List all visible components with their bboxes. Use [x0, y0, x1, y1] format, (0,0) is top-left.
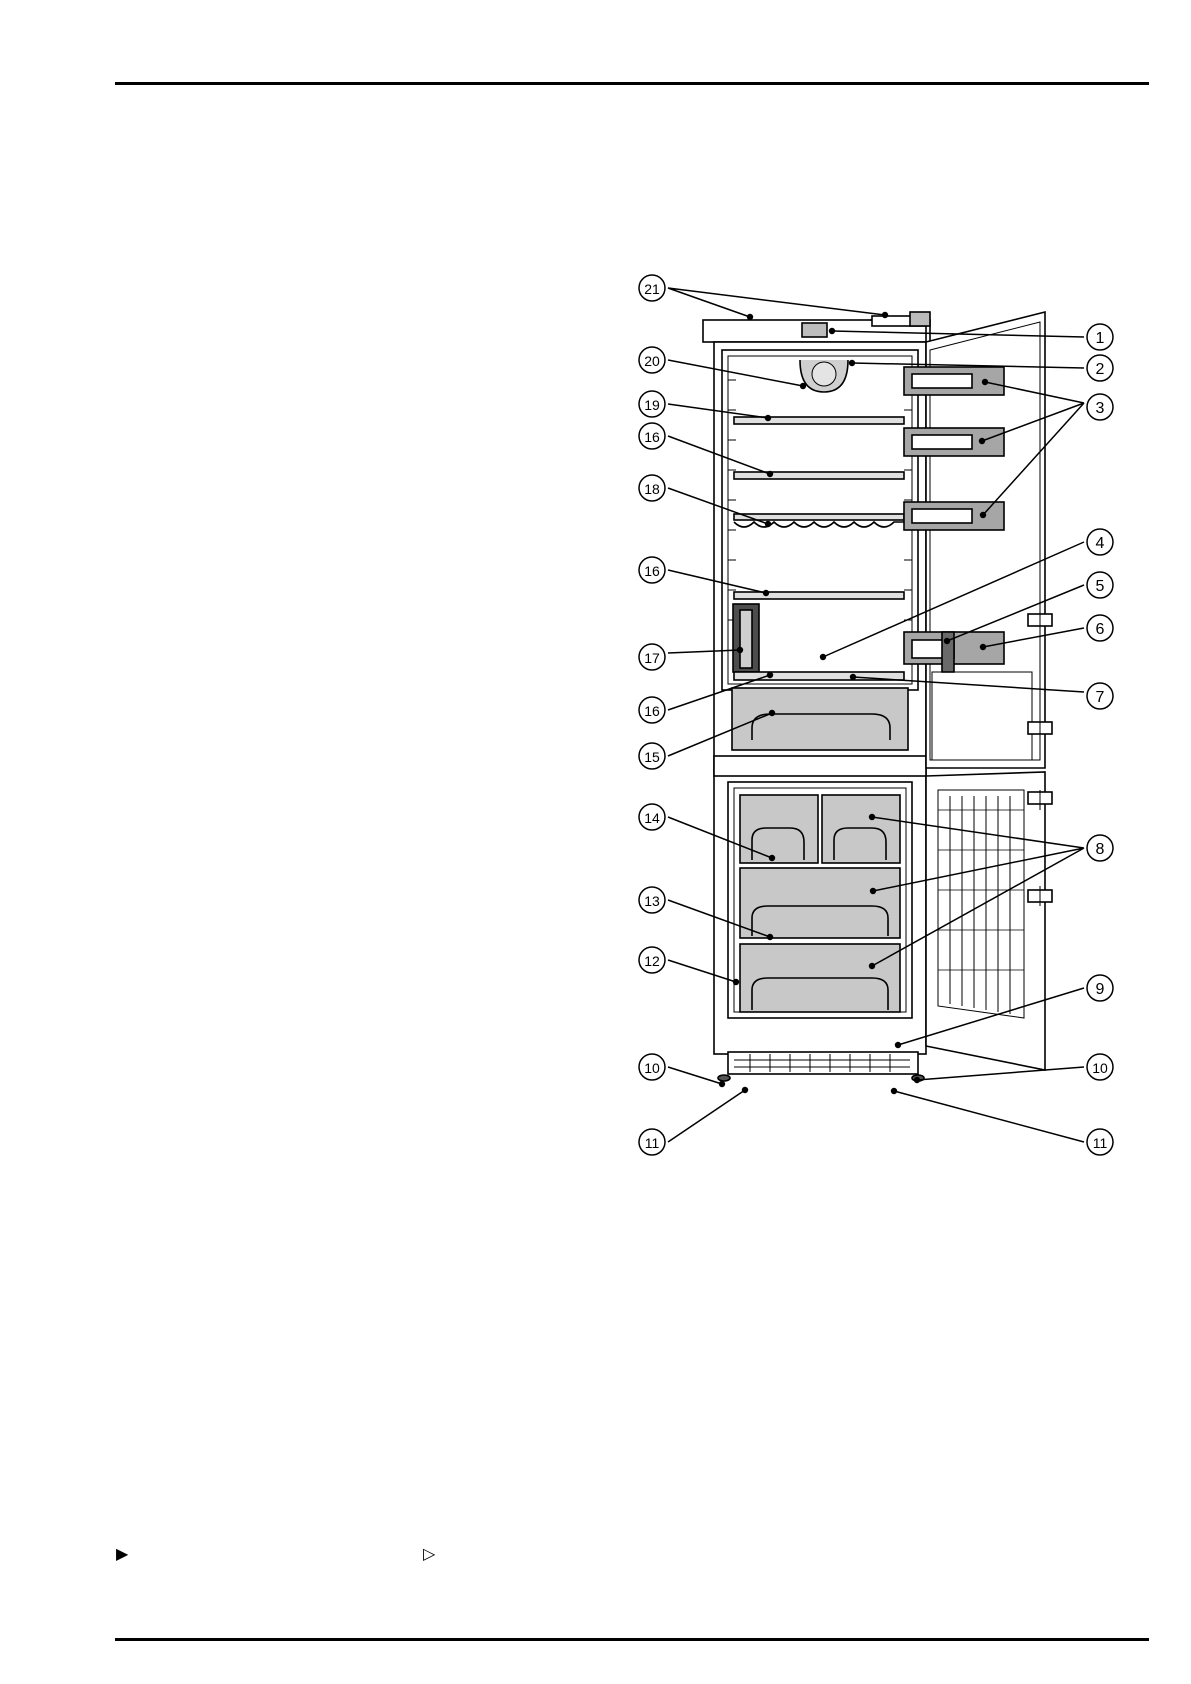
- callout-5: 5: [1086, 571, 1114, 599]
- leader-dots: [718, 311, 989, 1095]
- callout-20: 20: [638, 346, 666, 374]
- callout-11-left: 11: [638, 1128, 666, 1156]
- instruction-marker-outline: ▷: [423, 1546, 436, 1563]
- doors: [871, 310, 1053, 1071]
- svg-text:10: 10: [644, 1060, 660, 1076]
- svg-text:16: 16: [644, 429, 660, 445]
- callout-17: 17: [638, 643, 666, 671]
- svg-text:5: 5: [1096, 578, 1105, 595]
- svg-text:8: 8: [1096, 841, 1105, 858]
- callout-14: 14: [638, 803, 666, 831]
- svg-text:3: 3: [1096, 400, 1105, 417]
- svg-text:13: 13: [644, 893, 660, 909]
- callout-10-left: 10: [638, 1053, 666, 1081]
- svg-text:11: 11: [645, 1135, 660, 1151]
- svg-text:4: 4: [1096, 535, 1105, 552]
- appliance-body: [702, 319, 931, 1082]
- leader-lines: [667, 287, 1085, 1143]
- svg-text:2: 2: [1096, 361, 1105, 378]
- svg-text:21: 21: [644, 281, 660, 297]
- svg-text:18: 18: [644, 481, 660, 497]
- callout-13: 13: [638, 886, 666, 914]
- callout-21: 21: [638, 274, 666, 302]
- svg-text:6: 6: [1096, 621, 1105, 638]
- svg-text:20: 20: [644, 353, 660, 369]
- callout-16-top: 16: [638, 422, 666, 450]
- callout-2: 2: [1086, 354, 1114, 382]
- callout-7: 7: [1086, 682, 1114, 710]
- callout-11-right: 11: [1086, 1128, 1114, 1156]
- callout-6: 6: [1086, 614, 1114, 642]
- instruction-marker-filled: ▶: [116, 1546, 129, 1563]
- svg-text:19: 19: [644, 397, 660, 413]
- svg-text:12: 12: [644, 953, 660, 969]
- header-rule: [115, 82, 1149, 85]
- callout-1: 1: [1086, 323, 1114, 351]
- footer-rule: [115, 1638, 1149, 1641]
- svg-text:15: 15: [644, 749, 660, 765]
- callouts: 1 2 3 4 5 6 7 8 9 10 11 21 20 19 16 18 1…: [638, 274, 1114, 1156]
- callout-9: 9: [1086, 974, 1114, 1002]
- callout-12: 12: [638, 946, 666, 974]
- svg-text:16: 16: [644, 703, 660, 719]
- svg-text:14: 14: [644, 810, 660, 826]
- svg-text:1: 1: [1096, 330, 1105, 347]
- svg-text:7: 7: [1096, 689, 1105, 706]
- callout-15: 15: [638, 742, 666, 770]
- svg-text:16: 16: [644, 563, 660, 579]
- callout-18: 18: [638, 474, 666, 502]
- callout-16-bottom: 16: [638, 696, 666, 724]
- svg-text:11: 11: [1093, 1135, 1108, 1151]
- callout-8: 8: [1086, 834, 1114, 862]
- svg-text:9: 9: [1096, 981, 1105, 998]
- svg-text:10: 10: [1092, 1060, 1108, 1076]
- svg-text:17: 17: [644, 650, 660, 666]
- callout-4: 4: [1086, 528, 1114, 556]
- callout-3: 3: [1086, 393, 1114, 421]
- callout-10-right: 10: [1086, 1053, 1114, 1081]
- callout-19: 19: [638, 390, 666, 418]
- callout-16-middle: 16: [638, 556, 666, 584]
